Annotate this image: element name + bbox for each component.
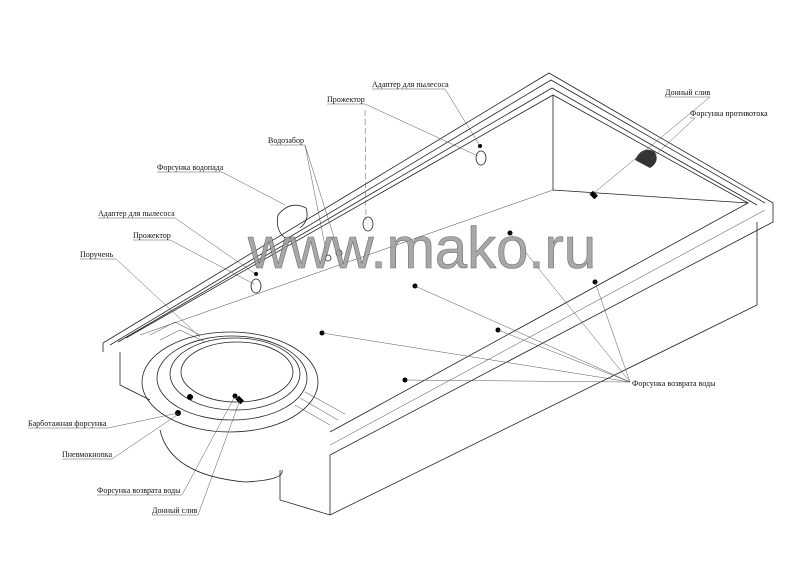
label-return-nozzles: Форсунка возврата воды bbox=[632, 379, 716, 388]
spa-return-nozzle bbox=[187, 394, 193, 400]
label-vodozabor: Водозабор bbox=[268, 136, 304, 145]
watermark: www.mako.ru bbox=[247, 216, 596, 281]
intake-icon bbox=[335, 249, 343, 257]
labels: Адаптер для пылесоса Прожектор Водозабор… bbox=[28, 80, 768, 515]
vacuum-adapter-icon bbox=[254, 272, 258, 276]
label-return-nozzle-spa: Форсунка возврата воды bbox=[97, 486, 181, 495]
leader-lines bbox=[28, 88, 711, 516]
spa-drain-icon bbox=[235, 395, 244, 405]
label-counterflow-nozzle: Форсунка противотока bbox=[690, 109, 768, 118]
intake-icon bbox=[324, 254, 332, 262]
label-bottom-drain-spa: Донный слив bbox=[152, 506, 198, 515]
bottom-drain-icon bbox=[589, 190, 598, 200]
label-adapter-left: Адаптер для пылесоса bbox=[98, 209, 175, 218]
pool-rim bbox=[102, 72, 774, 516]
projector-icon bbox=[475, 150, 487, 166]
projector-icon bbox=[250, 278, 262, 294]
label-projector-top: Прожектор bbox=[327, 95, 365, 104]
label-projector-left: Прожектор bbox=[133, 231, 171, 240]
label-air-button: Пневмокнопка bbox=[62, 450, 113, 459]
label-adapter-top: Адаптер для пылесоса bbox=[372, 80, 449, 89]
projector-icon bbox=[362, 216, 374, 232]
label-waterfall-nozzle: Форсунка водопада bbox=[157, 163, 224, 172]
spa-tub bbox=[141, 331, 319, 483]
pool-steps bbox=[149, 321, 346, 426]
label-bubble-nozzle: Барботажная форсунка bbox=[28, 419, 107, 428]
counterflow-nozzle-icon bbox=[635, 149, 657, 168]
waterfall-icon bbox=[276, 204, 308, 239]
label-bottom-drain: Донный слив bbox=[665, 88, 711, 97]
label-handrail: Поручень bbox=[80, 250, 114, 259]
